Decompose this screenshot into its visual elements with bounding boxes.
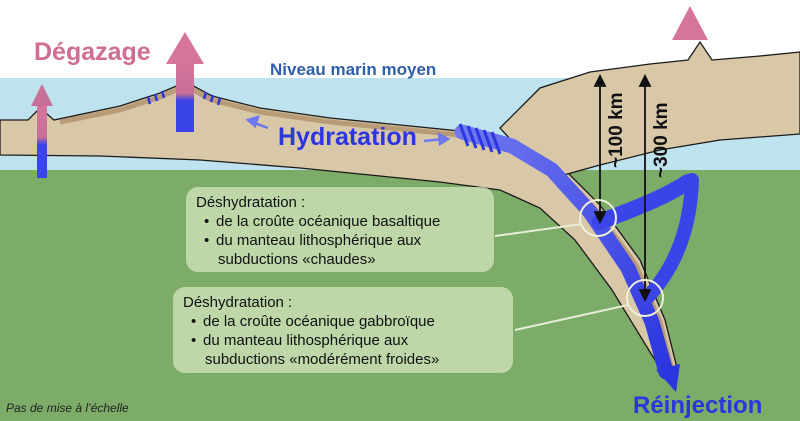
depth-marker-100: [593, 73, 607, 225]
box-item: •de la croûte océanique gabbroïque: [191, 313, 435, 330]
ridge-degas-arrowhead: [166, 32, 204, 64]
scale-note: Pas de mise à l’échelle: [6, 401, 129, 415]
depth-marker-300: [638, 73, 652, 303]
box-title: Déshydratation :: [183, 294, 293, 311]
magma-plume-arrowhead: [672, 6, 708, 40]
box-item-continuation: subductions «modérément froides»: [205, 351, 440, 368]
degassing-label: Dégazage: [34, 38, 151, 66]
hydration-label: Hydratation: [278, 123, 417, 151]
ridge-hydration-marks: [146, 90, 222, 106]
ridge-degas-shaft: [176, 62, 194, 132]
oceanic-crust: [59, 83, 675, 371]
slab-hydration-band: [454, 124, 674, 380]
callout-line-lower: [514, 304, 629, 331]
reinjection-label: Réinjection: [633, 392, 762, 419]
dehydration-circle-upper: [579, 199, 617, 237]
depth-100-label: ~100 km: [606, 92, 627, 168]
box-title: Déshydratation :: [196, 194, 306, 211]
depth-300-label: ~300 km: [651, 102, 672, 178]
callout-line-upper: [494, 223, 583, 237]
left-degas-arrowhead: [31, 84, 53, 106]
box-item: •du manteau lithosphérique aux: [204, 232, 422, 249]
hydration-stripes: [458, 123, 502, 155]
left-degas-shaft: [37, 104, 47, 178]
box-item-continuation: subductions «chaudes»: [218, 251, 376, 268]
dehydration-box-cold: Déshydratation : •de la croûte océanique…: [173, 287, 513, 373]
box-item: •du manteau lithosphérique aux: [191, 332, 409, 349]
fluid-branch-lower: [638, 173, 699, 307]
dehydration-circle-lower: [626, 279, 664, 317]
continental-plate: [499, 40, 800, 177]
oceanic-lithosphere: [0, 81, 679, 381]
hydration-arrow-left: [245, 115, 269, 130]
box-item: •de la croûte océanique basaltique: [204, 213, 441, 230]
sea-level-label: Niveau marin moyen: [270, 60, 436, 79]
reinjection-arrowhead: [656, 364, 680, 392]
hydration-arrow-right: [423, 131, 451, 147]
dehydration-box-hot: Déshydratation : •de la croûte océanique…: [186, 187, 494, 272]
